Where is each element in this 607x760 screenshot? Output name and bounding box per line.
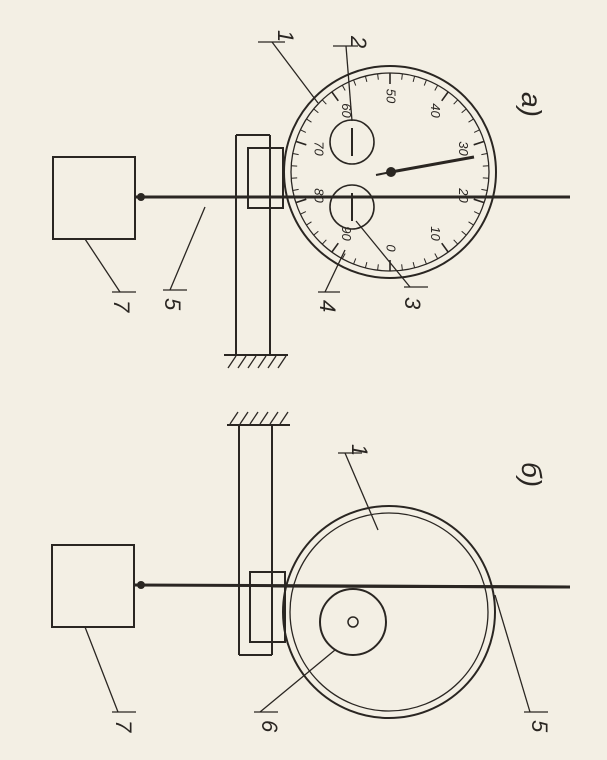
dial-tick xyxy=(293,189,299,190)
dial-tick xyxy=(469,222,474,225)
dial-tick xyxy=(293,153,299,154)
figure-b-label: б) xyxy=(516,462,547,487)
label-b-5: 5 xyxy=(527,720,552,733)
rod-pin-b xyxy=(137,581,145,589)
dial-tick xyxy=(300,130,305,133)
label-a-3: 3 xyxy=(400,297,425,310)
dial-tick xyxy=(413,76,414,82)
label-b-6: 6 xyxy=(257,720,282,733)
dial-tick-label: 30 xyxy=(456,141,471,156)
dial-tick xyxy=(306,222,311,225)
figure-b: 1 6 5 7 б) xyxy=(52,412,570,733)
dial-tick xyxy=(474,130,479,133)
weight-block-a xyxy=(53,157,135,239)
dial-tick-label: 40 xyxy=(428,103,443,118)
dial-tick xyxy=(424,258,426,264)
shaft-center xyxy=(348,617,358,627)
dial-tick xyxy=(296,141,306,144)
dial-tick xyxy=(424,80,426,86)
label-a-5: 5 xyxy=(160,298,185,311)
figure-a-label: а) xyxy=(516,92,547,117)
dial-tick xyxy=(354,80,356,86)
dial-tick xyxy=(474,199,484,202)
dial-tick xyxy=(306,119,311,122)
dial-tick xyxy=(378,74,379,80)
dial-tick xyxy=(481,189,487,190)
dial-tick xyxy=(378,264,379,270)
dial-tick xyxy=(342,85,345,90)
ground-hatch-b xyxy=(230,412,288,424)
dial-tick-label: 0 xyxy=(384,244,399,252)
dial-tick xyxy=(332,92,338,101)
dial-tick xyxy=(435,253,438,258)
dial-tick xyxy=(296,199,306,202)
dial-tick xyxy=(474,141,484,144)
mount-block-b xyxy=(250,572,285,642)
label-a-1: 1 xyxy=(273,30,298,42)
leaders-a xyxy=(85,42,428,292)
dial-tick xyxy=(322,100,326,104)
dial-tick-label: 10 xyxy=(428,226,443,241)
disc-inner xyxy=(290,513,488,711)
dial-tick xyxy=(354,258,356,264)
rod-b-over-disc xyxy=(272,586,570,587)
label-b-7: 7 xyxy=(111,720,136,733)
dial-tick xyxy=(462,231,467,235)
label-b-1: 1 xyxy=(347,444,372,456)
label-a-2: 2 xyxy=(346,35,371,48)
dial-tick xyxy=(365,262,366,268)
disc-outer xyxy=(283,506,495,718)
label-a-7: 7 xyxy=(109,300,134,313)
dial-tick-label: 70 xyxy=(311,141,326,156)
ground-hatch-a xyxy=(228,356,286,368)
dial-tick xyxy=(365,76,366,82)
dial-tick xyxy=(300,212,305,215)
dial-tick xyxy=(402,264,403,270)
dial-tick xyxy=(481,153,487,154)
leaders-b xyxy=(85,453,548,712)
shaft-circle xyxy=(320,589,386,655)
dial-tick-label: 80 xyxy=(311,188,326,203)
dial-tick xyxy=(469,119,474,122)
mount-block-a xyxy=(248,148,283,208)
dial-tick xyxy=(454,100,458,104)
dial-tick xyxy=(402,74,403,80)
label-a-4: 4 xyxy=(315,300,340,312)
weight-block-b xyxy=(52,545,134,627)
dial-tick xyxy=(413,262,414,268)
dial-tick-label: 50 xyxy=(384,89,399,104)
rod-pin-a xyxy=(137,193,145,201)
dial-tick xyxy=(462,109,467,113)
dial-tick xyxy=(474,212,479,215)
dial-tick-label: 20 xyxy=(456,187,471,203)
dial-tick xyxy=(435,85,438,90)
dial-tick xyxy=(454,240,458,244)
dial-tick xyxy=(442,243,448,252)
dial-tick xyxy=(314,109,319,113)
dial-tick xyxy=(332,243,338,252)
dial-tick xyxy=(442,92,448,101)
main-needle xyxy=(391,157,474,172)
dial-tick xyxy=(322,240,326,244)
dial-tick xyxy=(314,231,319,235)
